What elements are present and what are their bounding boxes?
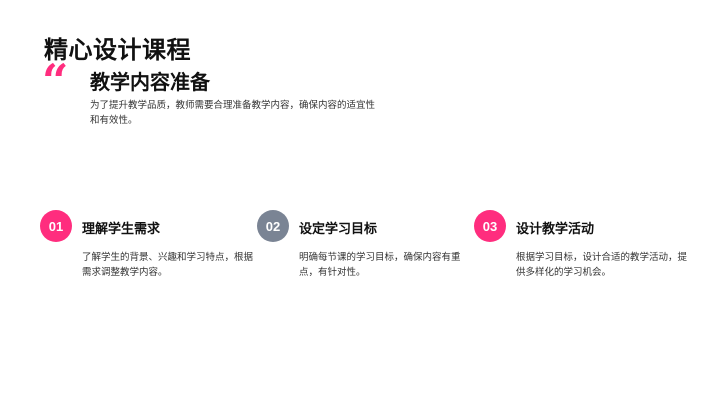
page-title: 精心设计课程	[44, 37, 191, 64]
card-title: 理解学生需求	[82, 221, 161, 236]
card-description: 根据学习目标，设计合适的教学活动，提供多样化的学习机会。	[516, 252, 688, 278]
left-double-quote-icon: “	[42, 54, 69, 108]
section-description: 为了提升教学品质，教师需要合理准备教学内容，确保内容的适宜性和有效性。	[90, 100, 376, 126]
number-badge: 01	[40, 210, 72, 242]
section-heading: 教学内容准备	[90, 72, 210, 94]
card-description: 明确每节课的学习目标，确保内容有重点，有针对性。	[299, 252, 461, 278]
card-title: 设定学习目标	[299, 221, 378, 236]
number-badge: 03	[474, 210, 506, 242]
number-badge: 02	[257, 210, 289, 242]
card-description: 了解学生的背景、兴趣和学习特点，根据需求调整教学内容。	[82, 252, 254, 278]
card-title: 设计教学活动	[516, 221, 595, 236]
